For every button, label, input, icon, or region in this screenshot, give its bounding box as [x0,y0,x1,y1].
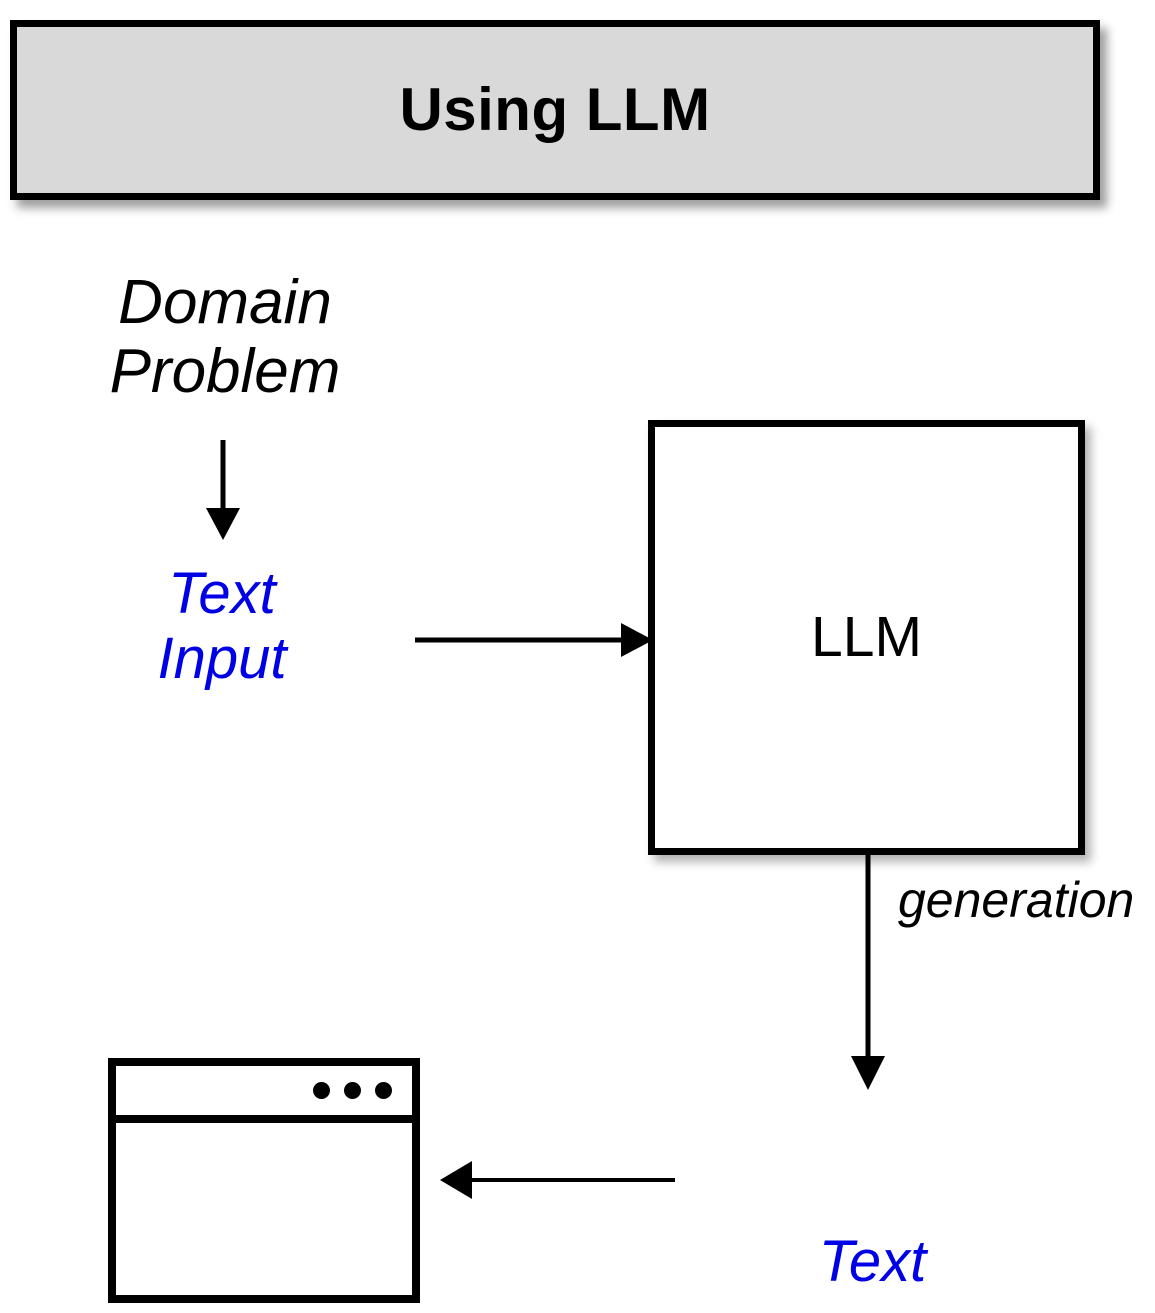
page-title: Using LLM [399,76,711,143]
llm-node: LLM [648,420,1085,855]
window-dot-icon [313,1082,330,1099]
arrow-down-icon [206,440,240,540]
window-dot-icon [375,1082,392,1099]
text-output-label: Text Output [740,1100,1005,1313]
domain-problem-label: Domain Problem [109,268,341,407]
text-input-label: Text Input [157,561,287,691]
header-banner: Using LLM [10,20,1100,200]
window-dots [313,1082,392,1099]
window-content-area [116,1123,412,1295]
generation-edge-label: generation [898,872,1135,928]
arrow-down-icon [851,852,885,1090]
arrow-left-icon [440,1161,675,1199]
window-dot-icon [344,1082,361,1099]
browser-window-icon [108,1058,420,1303]
window-titlebar [116,1066,412,1123]
llm-label: LLM [811,605,922,669]
text-output-line1: Text [818,1228,927,1294]
arrow-right-icon [415,623,653,657]
